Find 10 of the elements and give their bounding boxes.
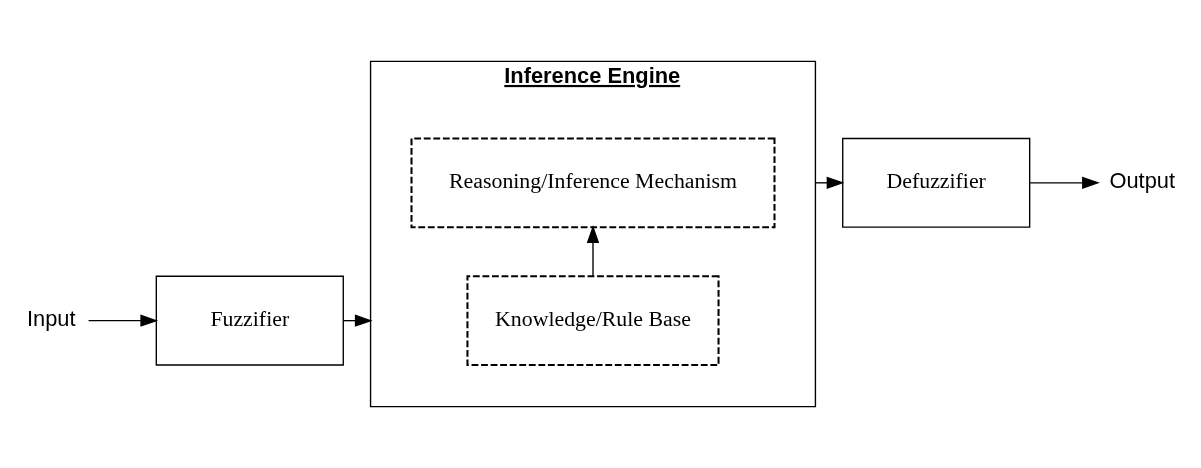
- node-box: Reasoning/Inference Mechanism: [410, 137, 776, 229]
- arrow: [814, 176, 845, 190]
- arrow: [87, 314, 159, 327]
- node-text: Input: [26, 305, 76, 331]
- arrow: [586, 225, 600, 277]
- arrow: [1029, 176, 1100, 190]
- node-box: Knowledge/Rule Base: [466, 275, 720, 367]
- node-box: Fuzzifier: [155, 275, 344, 366]
- node-text: Output: [1109, 168, 1176, 194]
- node-box: Defuzzifier: [842, 137, 1031, 228]
